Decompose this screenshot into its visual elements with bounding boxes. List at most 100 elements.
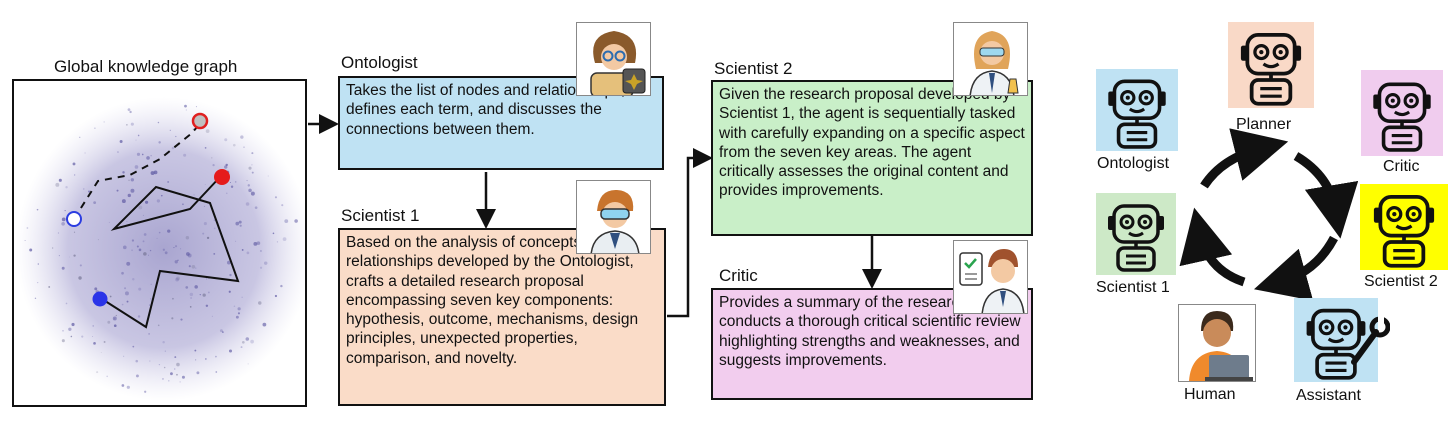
graph-speck [250, 339, 254, 344]
graph-speck [171, 317, 174, 320]
graph-speck [62, 330, 64, 332]
graph-speck [241, 249, 244, 251]
graph-speck [219, 329, 223, 333]
graph-speck [150, 171, 155, 176]
graph-speck [176, 373, 178, 376]
graph-speck [194, 349, 197, 352]
graph-speck [73, 231, 76, 233]
graph-speck [113, 324, 117, 328]
critic-cycle-label: Critic [1383, 158, 1420, 175]
graph-speck [241, 340, 245, 344]
graph-speck [150, 283, 152, 285]
graph-speck [233, 305, 236, 308]
graph-speck [294, 219, 298, 223]
graph-speck [94, 127, 96, 129]
graph-speck [174, 260, 178, 264]
graph-speck [205, 304, 209, 308]
graph-speck [238, 220, 242, 224]
graph-speck [207, 291, 210, 294]
graph-speck [131, 249, 133, 252]
graph-speck [70, 335, 73, 338]
knowledge-graph-panel [12, 79, 307, 407]
knowledge-graph-svg [16, 97, 305, 401]
graph-speck [61, 217, 66, 222]
graph-speck [117, 151, 119, 153]
graph-speck [137, 315, 141, 318]
graph-speck [72, 162, 76, 166]
graph-speck [243, 146, 245, 148]
graph-speck [191, 264, 196, 269]
graph-speck [246, 180, 248, 182]
graph-speck [251, 152, 254, 155]
graph-speck [24, 239, 26, 241]
graph-speck [202, 293, 206, 297]
graph-speck [164, 350, 166, 352]
graph-speck [185, 286, 189, 289]
graph-speck [175, 135, 177, 138]
graph-speck [162, 248, 165, 251]
graph-speck [132, 278, 135, 281]
graph-speck [248, 188, 252, 193]
graph-speck [182, 203, 184, 206]
graph-speck [107, 320, 111, 324]
graph-speck [92, 325, 95, 327]
graph-speck [235, 221, 240, 226]
graph-speck [284, 219, 289, 224]
graph-speck [135, 359, 139, 363]
graph-speck [156, 199, 161, 203]
graph-speck [126, 261, 131, 266]
graph-speck [135, 139, 137, 141]
graph-speck [263, 261, 268, 265]
scientist-avatar-icon [576, 180, 651, 254]
scientist-female-avatar-icon [953, 22, 1028, 96]
robot-icon [1294, 298, 1378, 382]
graph-speck [93, 201, 97, 205]
cycle-arrow-bottom [1253, 235, 1338, 301]
ontologist-title: Ontologist [341, 53, 418, 72]
graph-speck [211, 315, 213, 317]
graph-speck [127, 193, 131, 198]
graph-specks [24, 104, 298, 393]
graph-speck [61, 266, 65, 270]
graph-speck [160, 194, 163, 197]
human-label: Human [1184, 386, 1236, 403]
cycle-arrow-top [1200, 128, 1289, 189]
graph-speck [253, 241, 258, 246]
graph-speck [37, 263, 40, 265]
graph-speck [276, 241, 279, 243]
graph-speck [65, 186, 68, 189]
graph-speck [130, 178, 135, 182]
graph-speck [267, 175, 269, 177]
graph-speck [158, 141, 161, 144]
graph-speck [143, 252, 147, 256]
graph-speck [134, 165, 139, 169]
graph-speck [109, 295, 112, 298]
graph-speck [149, 360, 151, 362]
graph-speck [215, 371, 218, 373]
graph-speck [136, 245, 139, 248]
graph-speck [71, 322, 75, 327]
graph-speck [213, 227, 216, 230]
ontologist-box: Takes the list of nodes and relationship… [338, 76, 664, 170]
graph-speck [171, 146, 175, 150]
graph-speck [146, 156, 150, 160]
graph-speck [138, 205, 143, 210]
graph-speck [52, 247, 54, 249]
graph-speck [84, 152, 86, 154]
graph-speck [213, 252, 216, 255]
human-laptop-icon [1178, 304, 1256, 382]
graph-speck [186, 252, 190, 256]
graph-speck [248, 166, 252, 170]
graph-speck [181, 375, 185, 379]
graph-speck [156, 237, 158, 239]
graph-speck [245, 337, 250, 341]
graph-speck [259, 266, 263, 269]
graph-speck [274, 294, 278, 298]
scientist1-cycle-label: Scientist 1 [1096, 279, 1170, 296]
graph-speck [81, 335, 84, 338]
graph-speck [136, 152, 141, 156]
graph-speck [215, 355, 217, 358]
graph-speck [162, 378, 164, 380]
graph-speck [138, 287, 142, 291]
graph-speck [281, 204, 284, 207]
